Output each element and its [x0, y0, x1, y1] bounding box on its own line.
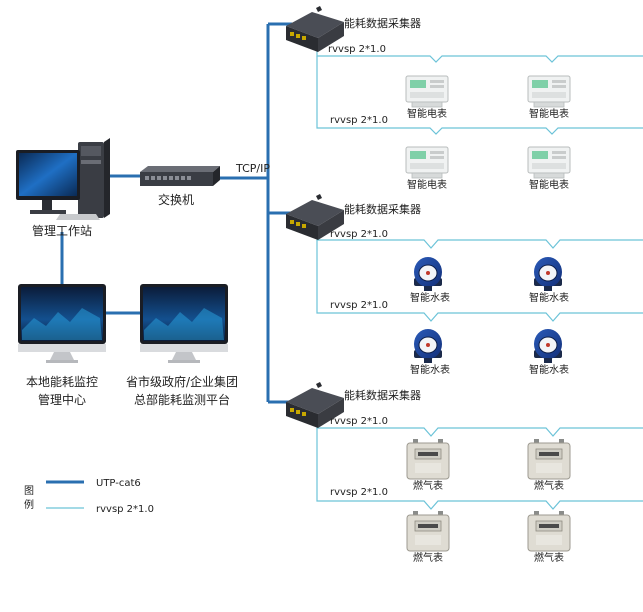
local-center-label-2: 管理中心 — [38, 392, 86, 407]
network-switch — [140, 166, 220, 186]
legend-title-1: 图 — [24, 485, 34, 497]
legend-title-2: 例 — [24, 498, 34, 511]
gas-meter-3-label: 燃气表 — [413, 551, 443, 564]
water-meter-4-label: 智能水表 — [529, 363, 569, 376]
gov-platform-label-2: 总部能耗监测平台 — [134, 392, 230, 407]
gas-meter-2 — [527, 438, 571, 480]
cable-label-1a: rvvsp 2*1.0 — [328, 44, 386, 55]
utp-backbone — [60, 22, 292, 404]
gas-meter-1 — [406, 438, 450, 480]
water-meter-3 — [413, 328, 443, 364]
electric-meter-2-label: 智能电表 — [529, 107, 569, 120]
water-meter-1 — [413, 256, 443, 292]
cable-label-1b: rvvsp 2*1.0 — [330, 115, 388, 126]
cable-label-3b: rvvsp 2*1.0 — [330, 487, 388, 498]
water-meter-1-label: 智能水表 — [410, 291, 450, 304]
water-meter-2 — [533, 256, 563, 292]
gas-meter-3 — [406, 510, 450, 552]
electric-meter-3-label: 智能电表 — [407, 178, 447, 191]
electric-meter-4 — [527, 146, 571, 179]
gas-meter-4 — [527, 510, 571, 552]
cable-label-2b: rvvsp 2*1.0 — [330, 300, 388, 311]
cable-label-3a: rvvsp 2*1.0 — [330, 416, 388, 427]
gov-platform-monitor — [140, 284, 228, 363]
legend: 图 例 UTP-cat6 rvvsp 2*1.0 — [24, 478, 154, 515]
electric-meter-3 — [405, 146, 449, 179]
workstation-computer — [16, 138, 110, 220]
water-meter-4 — [533, 328, 563, 364]
gas-meter-2-label: 燃气表 — [534, 479, 564, 492]
water-meter-2-label: 智能水表 — [529, 291, 569, 304]
gas-meter-1-label: 燃气表 — [413, 479, 443, 492]
collector-2-label: 能耗数据采集器 — [344, 202, 421, 216]
local-center-label-1: 本地能耗监控 — [26, 375, 98, 389]
gas-meter-4-label: 燃气表 — [534, 551, 564, 564]
legend-rvvsp-label: rvvsp 2*1.0 — [96, 504, 154, 515]
electric-meter-1-label: 智能电表 — [407, 107, 447, 120]
water-meter-3-label: 智能水表 — [410, 363, 450, 376]
collector-3-label: 能耗数据采集器 — [344, 388, 421, 402]
local-monitor — [18, 284, 106, 363]
collector-1-label: 能耗数据采集器 — [344, 16, 421, 30]
electric-meter-4-label: 智能电表 — [529, 178, 569, 191]
switch-label: 交换机 — [158, 192, 194, 207]
electric-meter-2 — [527, 75, 571, 108]
legend-utp-label: UTP-cat6 — [96, 478, 141, 489]
electric-meter-1 — [405, 75, 449, 108]
gov-platform-label-1: 省市级政府/企业集团 — [126, 374, 238, 389]
cable-label-2a: rvvsp 2*1.0 — [330, 229, 388, 240]
tcpip-label: TCP/IP — [235, 162, 270, 175]
workstation-label: 管理工作站 — [32, 223, 92, 238]
rvvsp-buses — [316, 42, 643, 510]
